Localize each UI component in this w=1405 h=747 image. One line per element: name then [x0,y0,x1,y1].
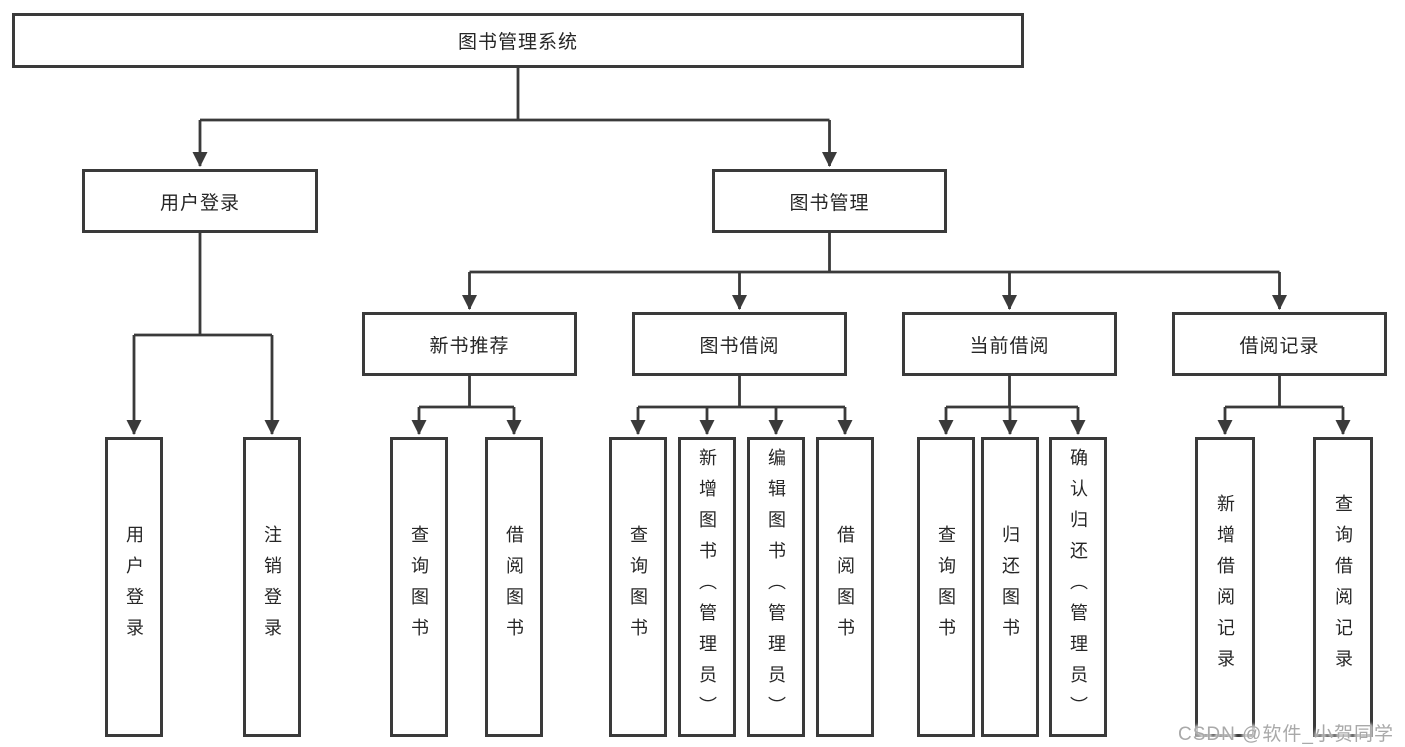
leaf-borrow-book-2-label: 借阅图书 [835,525,855,649]
leaf-add-book-admin: 新增图书（管理员） [678,437,736,737]
leaf-return-book-label: 归还图书 [1000,525,1020,649]
csdn-watermark: CSDN @软件_小贺同学 [1178,724,1394,745]
leaf-borrow-book-1-label: 借阅图书 [504,525,524,649]
node-user-login: 用户登录 [82,169,318,233]
leaf-borrow-book-1: 借阅图书 [485,437,543,737]
connector-bookborrow-trunk [638,376,845,409]
node-root: 图书管理系统 [12,13,1024,68]
leaf-query-book-1: 查询图书 [390,437,448,737]
node-root-label: 图书管理系统 [457,32,578,53]
node-current-borrow: 当前借阅 [902,312,1117,376]
leaf-edit-book-admin: 编辑图书（管理员） [747,437,805,737]
leaf-add-borrow-record-label: 新增借阅记录 [1215,494,1235,680]
node-current-borrow-label: 当前借阅 [969,335,1050,357]
connector-records-trunk [1225,376,1343,409]
leaf-query-book-3-label: 查询图书 [936,525,956,649]
node-borrow-records-label: 借阅记录 [1239,335,1320,357]
leaf-return-book: 归还图书 [981,437,1039,737]
node-book-borrow: 图书借阅 [632,312,847,376]
leaf-query-book-1-label: 查询图书 [409,525,429,649]
leaf-logout-login: 注销登录 [243,437,301,737]
node-new-book-recommend-label: 新书推荐 [429,335,510,357]
leaf-confirm-return-admin-label: 确认归还（管理员） [1068,447,1088,727]
leaf-query-book-2-label: 查询图书 [628,525,648,649]
leaf-edit-book-admin-label: 编辑图书（管理员） [766,447,786,727]
node-book-borrow-label: 图书借阅 [699,335,780,357]
node-book-management: 图书管理 [712,169,947,233]
leaf-borrow-book-2: 借阅图书 [816,437,874,737]
leaf-logout-login-label: 注销登录 [262,525,282,649]
connector-currentborrow-trunk [946,376,1078,409]
leaf-add-borrow-record: 新增借阅记录 [1195,437,1255,737]
leaf-add-book-admin-label: 新增图书（管理员） [697,447,717,727]
connector-userlogin-trunk [134,233,272,337]
leaf-user-login: 用户登录 [105,437,163,737]
node-user-login-label: 用户登录 [159,192,240,214]
node-borrow-records: 借阅记录 [1172,312,1387,376]
connector-newbook-trunk [419,376,514,409]
node-new-book-recommend: 新书推荐 [362,312,577,376]
leaf-query-book-2: 查询图书 [609,437,667,737]
connector-bookmgmt-trunk [469,233,1280,274]
node-book-management-label: 图书管理 [789,192,870,214]
leaf-user-login-label: 用户登录 [124,525,144,649]
leaf-confirm-return-admin: 确认归还（管理员） [1049,437,1107,737]
leaf-query-book-3: 查询图书 [917,437,975,737]
connector-root-trunk [200,68,830,122]
leaf-query-borrow-record: 查询借阅记录 [1313,437,1373,737]
leaf-query-borrow-record-label: 查询借阅记录 [1333,494,1353,680]
